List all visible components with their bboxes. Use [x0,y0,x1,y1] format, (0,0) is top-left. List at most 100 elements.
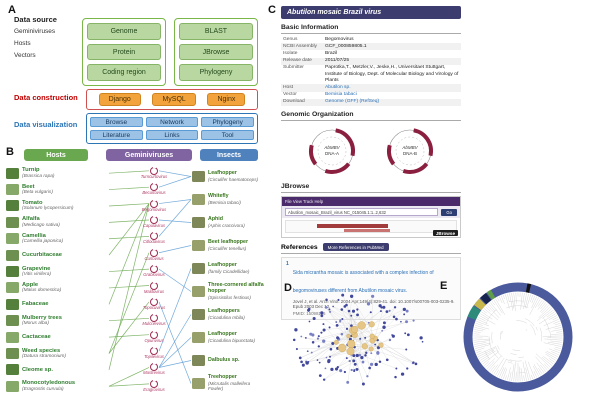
host-latin-name: (Datura stramonium) [22,353,66,359]
host-photo [6,249,19,261]
info-value[interactable]: Brazil [325,50,338,56]
host-photo [6,167,19,179]
jbrowse-menu[interactable]: File View Track Help [285,199,324,205]
info-row: Vector Bemisia tabaci [281,92,461,99]
insect-row: Leafhopper (family Cicadellidae) [192,257,266,280]
host-list: Turnip (Brassica rapa) Beet (Beta vulgar… [6,165,108,394]
host-row: Cucurbitaceae [6,247,108,263]
host-row: Cleome sp. [6,362,108,378]
data-source-item: Geminiviruses [14,28,56,35]
host-photo [6,233,19,245]
insect-row: Leafhoppers (Cicadulina mbila) [192,303,266,326]
genome-circle-icon [150,198,158,208]
more-references-pubmed-button[interactable]: More References in PubMed [322,243,389,252]
virus-genus-name: Turncurtovirus [140,173,168,179]
data-visualization-label: Data visualization [14,120,78,129]
host-latin-name: (Camellia japonica) [22,239,64,245]
info-value[interactable]: Paprotka,T., Metzler,V., Jeske,H., Unive… [325,65,459,83]
host-row: Camellia (Camellia japonica) [6,231,108,247]
host-name: Weed species [22,347,61,354]
host-name: Mulberry trees [22,314,62,321]
info-row: NCBI Assembly GCF_000859805.1 [281,43,461,51]
insect-latin-name: (Cicadulina mbila) [208,314,245,320]
insect-latin-name: (family Cicadellidae) [208,268,250,274]
info-label: Vector [283,92,297,98]
info-row: Host Abutilon sp. [281,84,461,92]
genome-circle-icon [150,247,158,257]
genome-map-virus-name: AbMBV [401,145,418,150]
host-latin-name: (Morus alba) [22,321,49,327]
panel-c-virus-page: C Abutilon mosaic Brazil virus Basic Inf… [268,2,466,320]
genome-circle-icon [150,215,158,224]
jbrowse-search-input[interactable]: Abutilon_mosaic_Brazil_virus NC_015045.1… [285,208,439,217]
info-value[interactable]: Genome (GFF) (RefSeq) [325,99,380,105]
virus-genus-name: Curtovirus [144,255,164,261]
circular-phylogenetic-tree-figure [463,282,573,392]
genome-circle-icon [150,231,158,241]
info-value[interactable]: 2011/07/25 [325,58,350,64]
virus-genus-row: Curtovirus [128,247,180,263]
virus-page-title: Abutilon mosaic Brazil virus [281,6,461,19]
virus-genus-row: Topilevirus [128,345,180,361]
virus-genus-row: Citlodavirus [128,231,180,247]
geminiviruses-column-header: Geminiviruses [106,149,192,161]
insect-name: Whitefly [208,192,229,199]
host-photo [6,282,19,294]
virus-genus-row: Becurtovirus [128,181,180,197]
host-name: Tomato [22,200,43,207]
virus-genus-name: Capulavirus [142,222,166,228]
host-row: Grapevine (Vitis vinifera) [6,263,108,279]
host-name: Turnip [22,167,40,174]
virus-genus-name: Becurtovirus [142,190,166,196]
jbrowse-track-area[interactable] [285,220,457,234]
virus-genus-name: Begomovirus [141,206,167,212]
host-latin-name: (Brassica rapa) [22,173,55,179]
insect-latin-name: (Micrutalis malleifera Fowler) [208,381,251,392]
virus-genus-row: Mastrevirus [128,362,180,378]
insect-name: Dalbulus sp. [208,356,240,363]
info-value[interactable]: Begomovirus [325,36,354,42]
data-source-item: Hosts [14,40,31,47]
virus-genus-name: Mulcrilevirus [142,321,166,327]
virus-genus-row: Grablovirus [128,263,180,279]
jbrowse-search-row: Abutilon_mosaic_Brazil_virus NC_015045.1… [282,206,460,219]
genome-circle-icon [150,182,158,192]
host-photo [6,298,19,310]
info-value[interactable]: Bemisia tabaci [325,92,357,98]
host-row: Tomato (Solanum lycopersicum) [6,198,108,214]
info-value[interactable]: Abutilon sp. [325,84,351,90]
info-value[interactable]: GCF_000859805.1 [325,43,367,49]
references-heading: References [281,243,318,251]
genome-circle-icon [150,165,158,175]
insect-latin-name: (Aphis craccivora) [208,222,245,228]
panel-e-label: E [440,280,448,292]
host-row: Turnip (Brassica rapa) [6,165,108,181]
info-label: Isolate [283,50,298,56]
jbrowse-go-button[interactable]: Go [441,208,457,216]
source-node: BLAST [179,23,253,40]
info-label: Submitter [283,65,304,71]
host-name: Camellia [22,232,46,239]
host-latin-name: (Malus domestica) [22,288,62,294]
insect-photo [192,263,205,274]
virus-genus-row: Begomovirus [128,198,180,214]
basic-information-heading: Basic Information [281,24,461,34]
insect-photo [192,217,205,228]
reference-title-link[interactable]: Sida micrantha mosaic is associated with… [292,270,434,295]
genome-maps: AbMBV DNA-A AbMBV DNA-B [281,124,461,178]
info-label: Download [283,99,305,105]
host-latin-name: (Vitis vinifera) [22,272,51,278]
insect-latin-name: (Circulifer haematoceps) [208,176,259,182]
insect-latin-name: (Bemisia tabaci) [208,199,241,205]
insect-row: Leafhopper (Cicadulina bipunctata) [192,326,266,349]
virus-host-network-figure [292,293,424,386]
virus-detail-page: Abutilon mosaic Brazil virus Basic Infor… [281,6,461,320]
data-construction-label: Data construction [14,93,78,102]
panel-e-phylogenetic-tree: E [436,274,600,400]
virus-genus-row: Eragrovirus [128,378,180,394]
virus-genus-row: Mulcrilevirus [128,313,180,329]
virus-genus-name: Citlodavirus [143,239,165,245]
gene-glyph [343,229,390,233]
